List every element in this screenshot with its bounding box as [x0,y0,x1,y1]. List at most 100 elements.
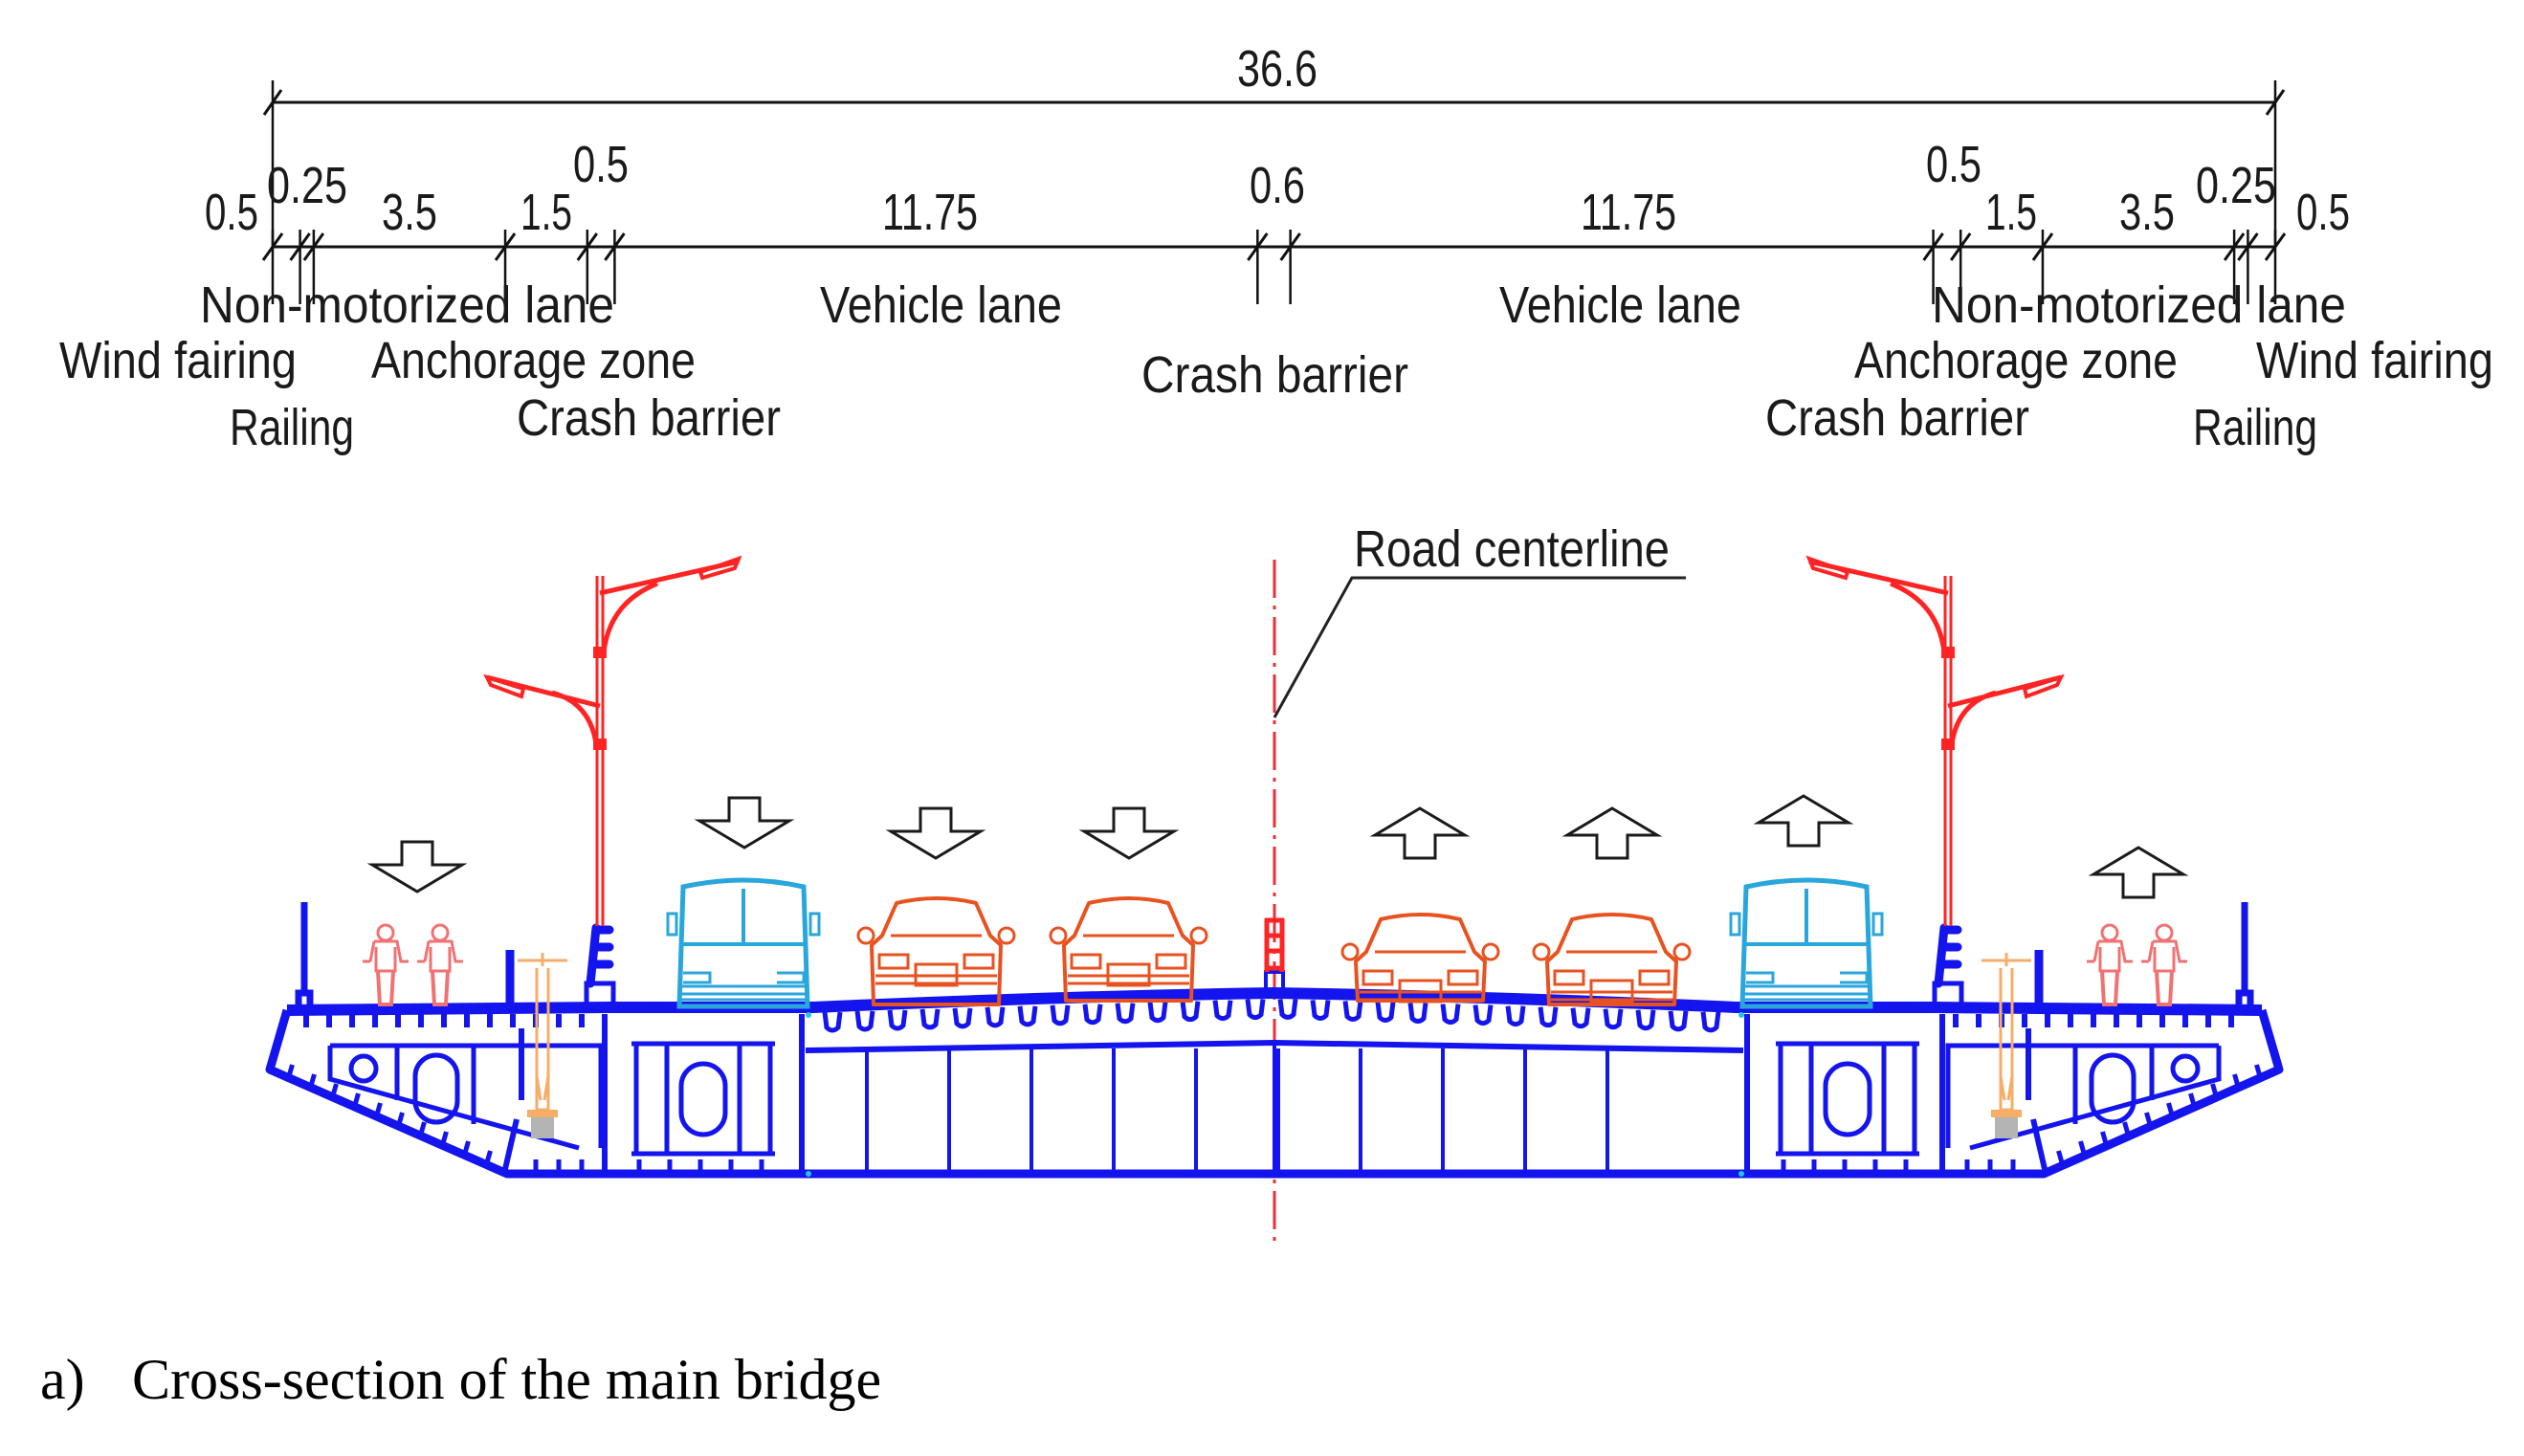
dimension-tick [604,232,626,261]
label-crash-barrier-center: Crash barrier [1141,346,1408,404]
dim-label-railing-left: 0.25 [267,157,347,214]
dimension-tick [1279,232,1301,261]
railing-post-left [295,902,314,1012]
label-anchorage-zone-right: Anchorage zone [1854,332,2178,389]
dim-label-anchorage-zone-left: 1.5 [520,184,572,241]
total-dimension-tick-right [2265,89,2286,116]
label-wind-fairing-left: Wind fairing [59,332,297,389]
inclined-rib [484,1150,493,1165]
car-front-detail [1551,969,1672,1004]
inclined-rib [374,1102,383,1117]
label-vehicle-lane-right: Vehicle lane [1499,276,1741,334]
dim-label-railing-right: 0.25 [2196,157,2276,214]
bicycle-stand [527,1110,558,1117]
dim-label-crash-barrier-right: 0.5 [1926,136,1982,193]
cyclist-body [363,939,409,973]
lamp-posts [483,555,2065,926]
figure-caption: a)Cross-section of the main bridge [40,1347,881,1413]
dimension-tick [2031,232,2054,261]
label-crash-barrier-left: Crash barrier [517,389,781,447]
dimension-tick [2223,232,2246,261]
label-vehicle-lane-left: Vehicle lane [820,276,1062,334]
road-centerline: Road centerline [1273,520,1686,1248]
dim-label-wind-fairing-left: 0.5 [205,184,258,241]
direction-arrow-up-icon [1753,794,1854,848]
u-rib [1603,1008,1624,1030]
label-crash-barrier-right: Crash barrier [1765,389,2029,447]
inclined-rib [2078,1140,2087,1156]
cantilever-frame-left [327,1043,604,1151]
bus-mirror [1729,912,1741,937]
bicycle-frame [518,953,567,1112]
u-rib [1700,1011,1721,1033]
dim-label-vehicle-lane-left: 11.75 [882,184,978,241]
manhole-right [2089,1052,2137,1125]
cantilever-frame-right [1945,1043,2222,1151]
dim-label-non-motorized-lane-left: 3.5 [382,184,437,241]
bus-grille [1744,971,1869,1002]
label-non-motorized-lane-right: Non-motorized lane [1932,276,2346,334]
dim-label-non-motorized-lane-right: 3.5 [2119,184,2175,241]
centerline-leader [1273,576,1686,718]
dimension-tick [1949,232,1972,261]
inclined-rib [2144,1112,2153,1127]
dimension-tick [289,232,311,261]
car-mirror [1532,942,1551,961]
car-body [870,896,1003,1006]
inclined-rib [330,1083,339,1098]
lamp-head-upper [1805,555,1850,581]
u-rib [1505,1005,1526,1027]
connector-node [1738,1012,1744,1018]
car-mirror [1049,926,1068,945]
u-rib [1082,1004,1103,1026]
u-rib [919,1008,941,1030]
lamp-arm-lower [486,674,601,745]
label-railing-left: Railing [230,399,354,456]
lamp-head-lower [483,673,526,699]
cyclist-wheel [2155,970,2174,1006]
u-rib [1635,1009,1656,1031]
dimension-tick [1247,232,1269,261]
direction-arrow-up-icon [2088,846,2189,899]
direction-arrow-down-icon [366,840,468,893]
label-non-motorized-lane-left: Non-motorized lane [200,276,614,334]
segment-ticks [261,158,2287,304]
side-box-frame-left [631,1041,775,1157]
dimension-chain: 36.6 0.5 0.25 3.5 1.5 0.5 11.75 0.6 11.7… [205,40,2350,304]
cyclist-body [2141,939,2187,973]
inclined-rib [418,1121,427,1136]
label-railing-right: Railing [2193,399,2317,456]
direction-arrow-down-icon [1078,806,1180,860]
inclined-rib [352,1092,361,1108]
dimension-tick [2237,232,2259,261]
inclined-rib [2056,1150,2065,1165]
car-mirror [1481,942,1500,961]
dim-label-anchorage-zone-right: 1.5 [1985,184,2037,241]
cyclist-right-2 [2141,923,2187,1006]
dimension-tick [1922,232,1944,261]
direction-arrow-down-icon [885,806,986,860]
inclined-rib [2188,1092,2197,1108]
u-rib [1440,1004,1461,1026]
lamp-arm-lower [1947,674,2062,745]
direction-arrow-up-icon [1561,806,1663,860]
u-rib [1017,1005,1038,1027]
girder-outline [265,1008,2284,1179]
car-front-detail [1068,953,1189,987]
u-rib [1538,1006,1559,1028]
cyclist-left-1 [363,923,409,1006]
parked-bicycle-left [518,953,567,1138]
u-rib [854,1010,875,1032]
barrier-base-right [1932,981,1964,1009]
central-crash-barrier [1264,917,1285,972]
dimension-tick [576,232,599,261]
inclined-rib [2210,1083,2219,1098]
car-mirror [1672,942,1692,961]
u-rib [1050,1004,1071,1026]
bus-left [666,877,821,1009]
car-right-2 [1532,913,1692,1006]
cyclist-body [417,939,463,973]
bicycle-frame [1982,953,2031,1112]
cyclist-head [376,923,395,942]
anchorage-web-right [2026,1028,2048,1170]
